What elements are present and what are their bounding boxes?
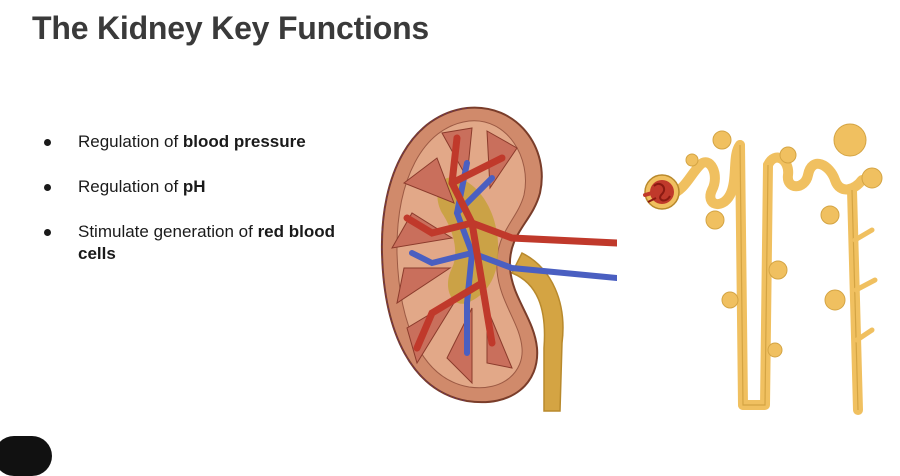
bullet-item: Regulation of pH: [44, 176, 364, 198]
bullet-item: Regulation of blood pressure: [44, 131, 364, 153]
bullet-emphasis: pH: [182, 177, 206, 196]
slide-title: The Kidney Key Functions: [32, 10, 430, 46]
bullet-emphasis: blood pressure: [182, 132, 306, 151]
bullet-list: Regulation of blood pressure Regulation …: [44, 131, 364, 288]
bullet-item: Stimulate generation of red blood cells: [44, 221, 364, 265]
bullet-emphasis: red blood cells: [78, 222, 336, 263]
bullet-dot: [44, 139, 51, 146]
bullet-text: Stimulate generation of: [78, 222, 258, 241]
nephron-illustration: [643, 123, 883, 415]
corner-control[interactable]: [0, 436, 52, 476]
bullet-text: Regulation of: [78, 132, 183, 151]
kidney-illustration: [380, 106, 617, 412]
bullet-text: Regulation of: [78, 177, 183, 196]
bullet-dot: [44, 184, 51, 191]
bullet-dot: [44, 229, 51, 236]
